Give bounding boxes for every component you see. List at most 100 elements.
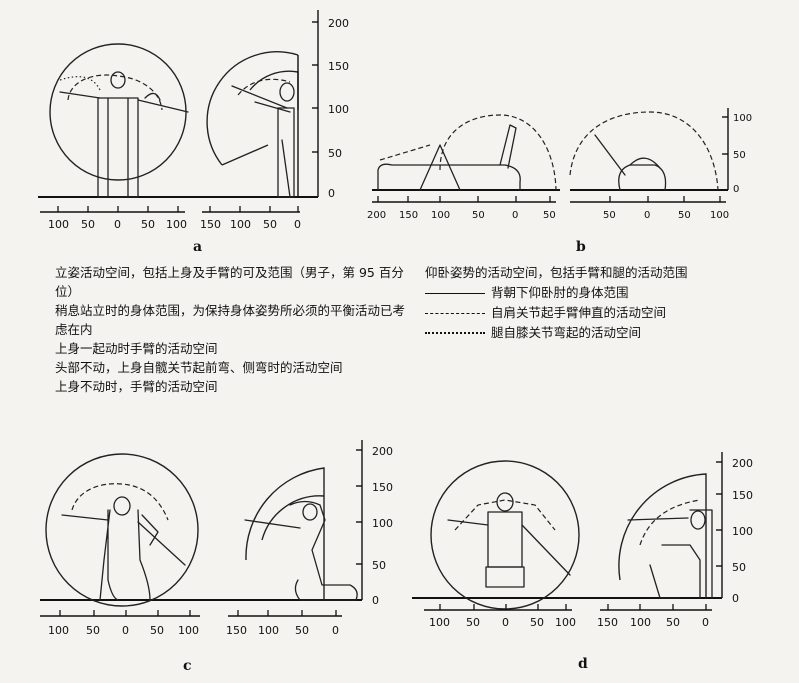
panel-a-front-head <box>110 71 126 89</box>
panel-c-bottom-tick: 100 <box>178 624 199 637</box>
panel-d: 200 150 100 50 0 100 50 0 50 100 150 100… <box>412 452 753 672</box>
panel-a-bottom-tick: 150 <box>200 218 221 231</box>
panel-d-front-arms <box>447 519 571 576</box>
panel-c-front-body <box>99 509 151 601</box>
panel-a-height-tick: 150 <box>328 60 349 73</box>
panel-a-bottom-tick: 0 <box>294 218 301 231</box>
panel-d-bottom-tick: 0 <box>502 616 509 629</box>
panel-d-height-tick: 100 <box>732 525 753 538</box>
panel-d-bottom-tick: 50 <box>466 616 480 629</box>
panel-a-bottom-tick: 100 <box>230 218 251 231</box>
panel-d-front-torso <box>487 511 523 568</box>
panel-c-side-kneeling-figure <box>244 500 358 601</box>
panel-c-height-tick: 0 <box>372 594 379 607</box>
legend-left-line-1: 立姿活动空间，包括上身及手臂的可及范围（男子，第 95 百分位） <box>55 265 404 299</box>
supine-posture-legend: 仰卧姿势的活动空间，包括手臂和腿的活动范围 背朝下仰卧肘的身体范围 自肩关节起手… <box>425 263 785 343</box>
panel-a-bottom-tick: 0 <box>114 218 121 231</box>
legend-left-line-2: 稍息站立时的身体范围，为保持身体姿势所必须的平衡活动已考虑在内 <box>55 303 406 337</box>
legend-left-line-5: 上身不动时，手臂的活动空间 <box>55 379 218 394</box>
panel-a-front-reach-circle <box>49 43 187 181</box>
panel-d-front-seat <box>485 566 525 588</box>
panel-c-side-reach-arc <box>245 467 325 600</box>
panel-c-front-arms <box>61 514 186 566</box>
panel-b-bottom-tick: 100 <box>431 210 450 221</box>
panel-b-bottom-tick: 50 <box>543 210 556 221</box>
panel-a-side-reach-arc <box>206 51 299 166</box>
panel-b-right-body <box>618 164 667 191</box>
panel-c: 200 150 100 50 0 100 50 0 50 100 150 100… <box>40 440 393 674</box>
panel-c-bottom-tick: 50 <box>150 624 164 637</box>
panel-a-height-tick: 200 <box>328 17 349 30</box>
panel-b-right-dashed-arc <box>569 111 719 191</box>
panel-c-height-tick: 150 <box>372 481 393 494</box>
panel-d-height-tick: 50 <box>732 561 746 574</box>
panel-b-bottom-tick: 50 <box>678 210 691 221</box>
legend-solid-line-swatch <box>425 292 485 294</box>
panel-b-letter: b <box>576 239 586 255</box>
legend-solid-label: 背朝下仰卧肘的身体范围 <box>491 285 629 300</box>
panel-c-bottom-tick: 150 <box>226 624 247 637</box>
panel-d-side-reach-arc <box>618 473 707 598</box>
panel-c-bottom-tick: 100 <box>258 624 279 637</box>
legend-dotted-line-swatch <box>425 332 485 334</box>
panel-a-height-tick: 0 <box>328 187 335 200</box>
panel-b: 100 50 0 200 150 100 50 0 50 50 0 50 100 <box>367 108 752 255</box>
panel-d-front-head <box>496 492 514 512</box>
panel-c-letter: c <box>183 658 192 674</box>
panel-c-height-tick: 200 <box>372 445 393 458</box>
legend-left-line-4: 头部不动，上身自髋关节起前弯、侧弯时的活动空间 <box>55 360 343 375</box>
panel-a-bottom-tick: 50 <box>263 218 277 231</box>
panel-d-height-tick: 0 <box>732 592 739 605</box>
panel-b-bottom-tick: 200 <box>367 210 386 221</box>
panel-d-bottom-tick: 100 <box>630 616 651 629</box>
panel-a-front-arms <box>59 91 189 198</box>
panel-b-bottom-tick: 50 <box>603 210 616 221</box>
panel-d-front-reach-circle <box>430 460 580 610</box>
panel-c-front-reach-circle <box>45 453 199 607</box>
panel-a-front-dashed-reach <box>67 74 163 111</box>
legend-right-title: 仰卧姿势的活动空间，包括手臂和腿的活动范围 <box>425 265 688 280</box>
panel-c-bottom-tick: 50 <box>295 624 309 637</box>
panel-c-front-head <box>113 496 131 516</box>
panel-b-bottom-tick: 100 <box>710 210 729 221</box>
panel-d-bottom-tick: 150 <box>597 616 618 629</box>
panel-c-bottom-tick: 0 <box>332 624 339 637</box>
panel-a-side-head <box>279 82 295 102</box>
panel-b-height-tick: 100 <box>733 113 752 124</box>
legend-dashed-line-swatch <box>425 312 485 314</box>
panel-d-letter: d <box>578 656 588 672</box>
panel-a-bottom-tick: 100 <box>166 218 187 231</box>
panel-c-height-tick: 50 <box>372 559 386 572</box>
panel-b-bottom-tick: 150 <box>399 210 418 221</box>
panel-a-height-tick: 50 <box>328 147 342 160</box>
panel-b-left-body <box>377 163 521 191</box>
panel-d-side-seated-figure <box>627 509 713 599</box>
panel-a-front-body-outline <box>97 97 139 198</box>
panel-a-height-tick: 100 <box>328 103 349 116</box>
panel-b-bottom-tick: 0 <box>644 210 650 221</box>
legend-solid-row: 背朝下仰卧肘的身体范围 <box>425 283 785 303</box>
panel-b-bottom-tick: 0 <box>512 210 518 221</box>
panel-a-bottom-tick: 50 <box>81 218 95 231</box>
panel-a-letter: a <box>193 239 202 255</box>
panel-a-side-body <box>277 107 295 198</box>
standing-posture-legend: 立姿活动空间，包括上身及手臂的可及范围（男子，第 95 百分位） 稍息站立时的身… <box>55 263 407 396</box>
panel-d-bottom-tick: 50 <box>530 616 544 629</box>
panel-a-bottom-tick: 100 <box>48 218 69 231</box>
panel-d-bottom-tick: 100 <box>555 616 576 629</box>
panel-d-height-tick: 200 <box>732 457 753 470</box>
panel-c-bottom-tick: 100 <box>48 624 69 637</box>
legend-dotted-row: 腿自膝关节弯起的活动空间 <box>425 323 785 343</box>
legend-dotted-label: 腿自膝关节弯起的活动空间 <box>491 325 642 340</box>
panel-b-left-dashed-arc <box>439 114 557 191</box>
panel-b-height-tick: 50 <box>733 150 746 161</box>
panel-c-bottom-tick: 50 <box>86 624 100 637</box>
legend-left-line-3: 上身一起动时手臂的活动空间 <box>55 341 218 356</box>
panel-c-height-tick: 100 <box>372 517 393 530</box>
panel-d-bottom-tick: 100 <box>429 616 450 629</box>
panel-b-bottom-tick: 50 <box>472 210 485 221</box>
panel-d-height-tick: 150 <box>732 489 753 502</box>
panel-b-height-tick: 0 <box>733 184 739 195</box>
